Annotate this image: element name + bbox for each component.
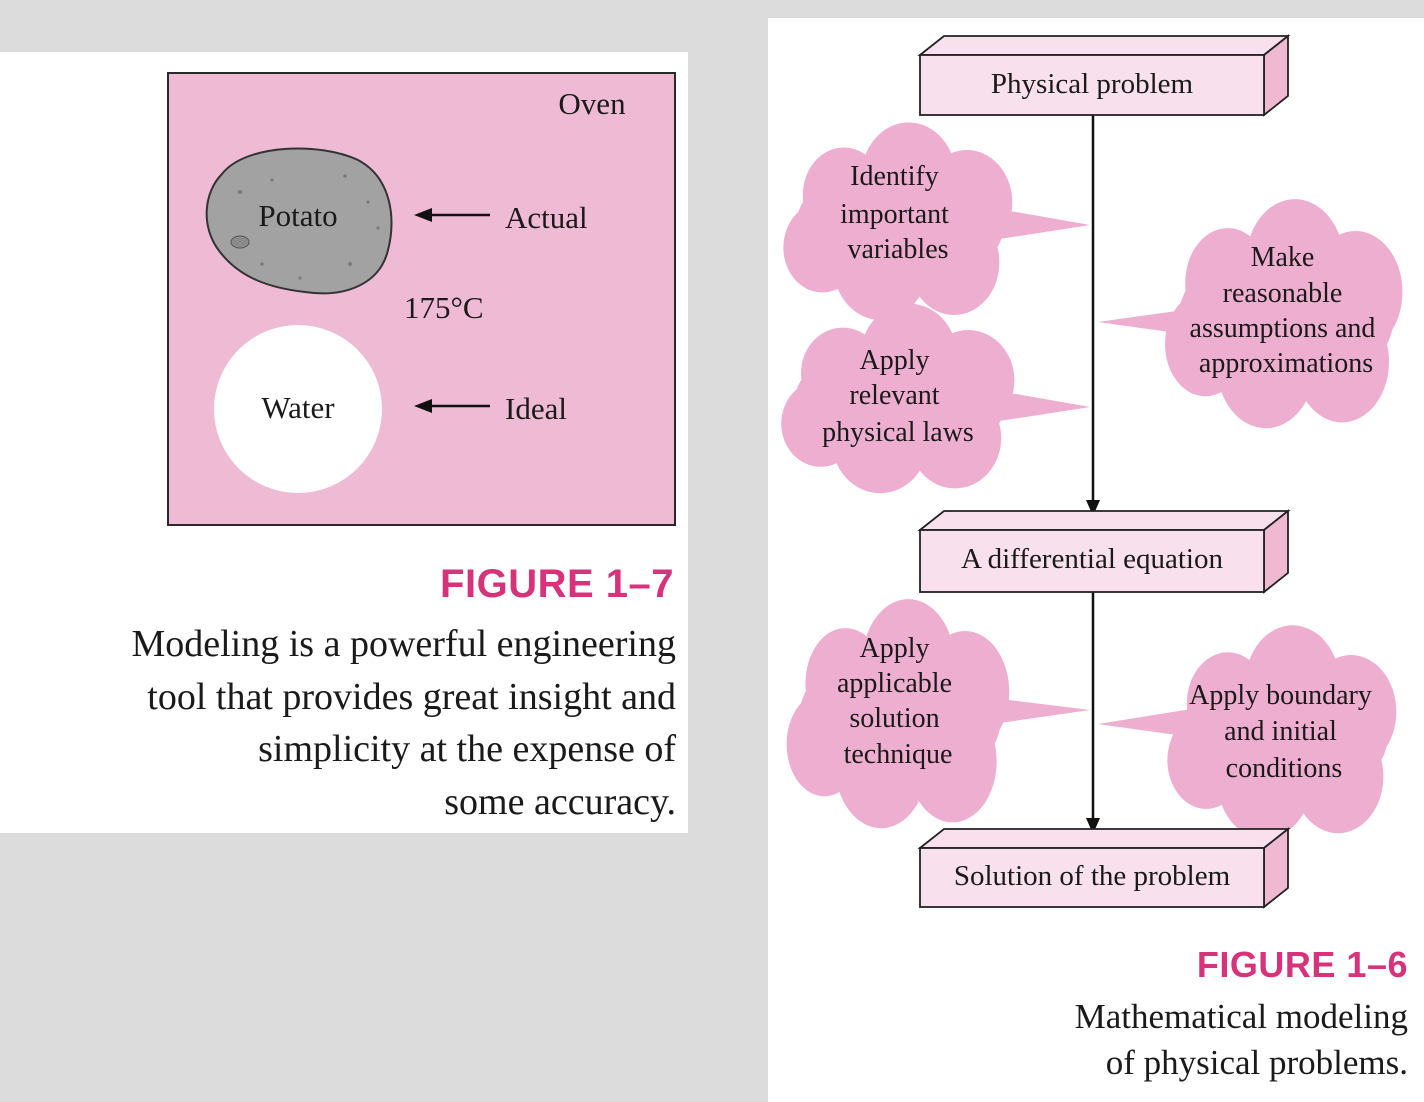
potato-shape	[205, 147, 393, 295]
figure-caption: Modeling is a powerful engineering tool …	[131, 618, 676, 828]
cloud-text: Make reasonable assumptions and approxim…	[1190, 242, 1383, 379]
box-label: Physical problem	[991, 68, 1194, 100]
cloud-reasonable-assumptions: Make reasonable assumptions and approxim…	[1098, 199, 1403, 429]
flow-arrowhead-2	[1086, 818, 1100, 834]
cloud-pointer	[993, 390, 1090, 422]
figure-1-6-panel: Identify important variables Make reason…	[768, 18, 1424, 1102]
cloud-pointer	[1098, 708, 1198, 738]
potato-eye	[230, 235, 250, 249]
cloud-boundary-conditions: Apply boundary and initial conditions	[1098, 625, 1397, 839]
ideal-label: Ideal	[505, 391, 567, 426]
water-label: Water	[261, 390, 335, 425]
modeling-flowchart: Identify important variables Make reason…	[781, 34, 1403, 909]
flow-arrowhead-1	[1086, 500, 1100, 516]
box-label: A differential equation	[961, 543, 1223, 575]
caption-line: of physical problems.	[1105, 1043, 1408, 1082]
oven-label: Oven	[558, 86, 626, 121]
water-circle	[214, 325, 382, 493]
box-differential-equation: A differential equation	[917, 509, 1291, 594]
cloud-text: Identify important variables	[840, 161, 956, 265]
caption-line: tool that provides great insight and	[147, 675, 676, 718]
box-label: Solution of the problem	[954, 860, 1231, 892]
caption-line: simplicity at the expense of	[258, 728, 676, 770]
cloud-text: Apply applicable solution technique	[837, 633, 959, 770]
cloud-pointer	[993, 208, 1090, 240]
box-physical-problem: Physical problem	[917, 34, 1291, 117]
cloud-pointer	[993, 698, 1090, 724]
cloud-solution-technique: Apply applicable solution technique	[786, 599, 1090, 829]
caption-line: Mathematical modeling	[1074, 997, 1408, 1036]
caption-line: some accuracy.	[444, 780, 676, 823]
oven-diagram: Oven Potato Actual 175°C Water Ideal	[167, 72, 676, 526]
caption-line: Modeling is a powerful engineering	[131, 623, 676, 665]
cloud-identify-variables: Identify important variables	[783, 122, 1090, 320]
potato-label: Potato	[258, 198, 337, 233]
box-solution: Solution of the problem	[917, 827, 1291, 909]
potato-speckles	[238, 174, 380, 280]
figure-number: FIGURE 1–7	[440, 562, 674, 606]
figure-caption: Mathematical modeling of physical proble…	[1075, 994, 1408, 1086]
temperature-label: 175°C	[404, 290, 484, 325]
actual-arrowhead	[414, 208, 432, 222]
figure-1-7-panel: Oven Potato Actual 175°C Water Ideal FIG…	[0, 52, 688, 833]
cloud-physical-laws: Apply relevant physical laws	[781, 303, 1090, 494]
ideal-arrowhead	[414, 399, 432, 413]
actual-label: Actual	[505, 200, 588, 235]
cloud-text: Apply boundary and initial conditions	[1189, 680, 1379, 784]
cloud-text: Apply relevant physical laws	[822, 345, 974, 448]
figure-number: FIGURE 1–6	[1196, 944, 1408, 985]
